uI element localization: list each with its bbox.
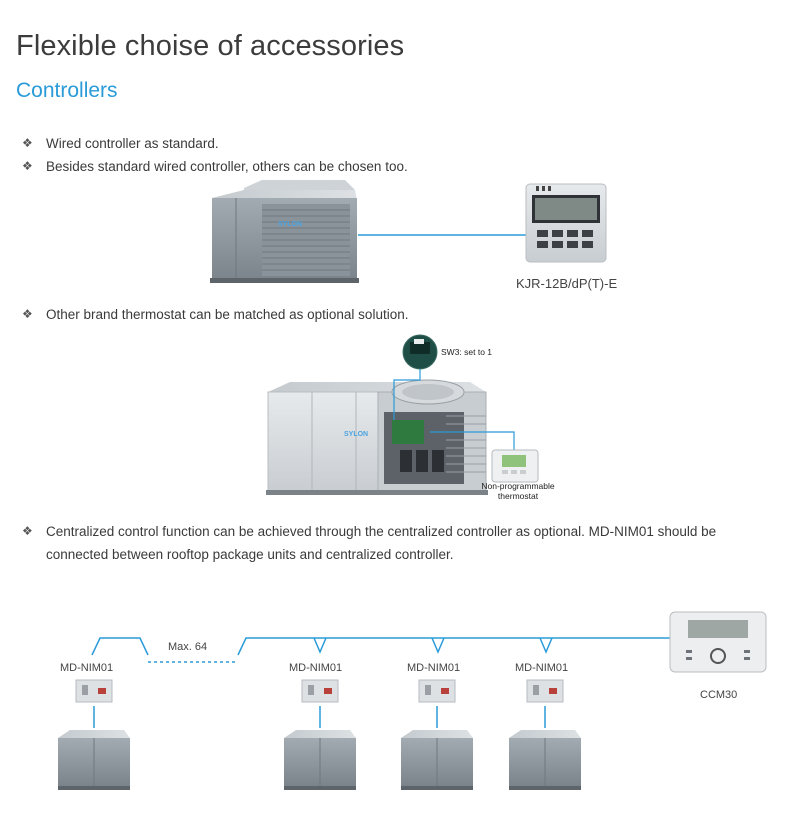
thermostat-label-line: thermostat — [497, 491, 539, 501]
rooftop-unit-small-image — [58, 730, 130, 790]
bullet-icon: ❖ — [22, 159, 33, 173]
thermostat-image — [491, 449, 539, 483]
rooftop-unit-open-image: SYLON — [266, 379, 488, 495]
network-bus — [91, 637, 670, 663]
thermostat-label-line: Non-programmable — [481, 481, 555, 491]
controller-model-label: KJR-12B/dP(T)-E — [516, 276, 618, 291]
thermostat-label: Non-programmable thermostat — [470, 481, 566, 501]
module-label: MD-NIM01 — [289, 662, 343, 674]
bullet-item: ❖ Wired controller as standard. — [22, 132, 782, 155]
nim-module-image — [301, 679, 339, 703]
bullet-item: ❖ Besides standard wired controller, oth… — [22, 155, 782, 178]
rooftop-unit-small-image — [401, 730, 473, 790]
unit-brand-logo: SYLON — [278, 221, 302, 228]
central-controller-label: CCM30 — [700, 689, 738, 701]
module-label: MD-NIM01 — [60, 662, 114, 674]
switch-note-label: SW3: set to 1 — [441, 347, 493, 357]
rooftop-unit-small-image — [284, 730, 356, 790]
nim-module-image — [75, 679, 113, 703]
bullet-text: Besides standard wired controller, other… — [46, 159, 408, 174]
wired-controller-image — [525, 183, 607, 263]
central-controller-image — [669, 611, 767, 673]
connection-line — [93, 706, 546, 728]
section-subtitle: Controllers — [16, 79, 118, 102]
nim-module-image — [526, 679, 564, 703]
bullet-text: Wired controller as standard. — [46, 136, 219, 151]
pcb-switch-image — [402, 334, 438, 370]
bullet-icon: ❖ — [22, 136, 33, 150]
bullet-item: ❖ Other brand thermostat can be matched … — [22, 303, 782, 326]
bullet-text: Other brand thermostat can be matched as… — [46, 307, 409, 322]
rooftop-unit-image: SYLON — [210, 180, 359, 283]
page-title: Flexible choise of accessories — [16, 30, 405, 62]
max-units-label: Max. 64 — [168, 641, 208, 653]
bullet-text: Centralized control function can be achi… — [46, 520, 766, 566]
bullet-icon: ❖ — [22, 307, 33, 321]
connection-line — [430, 431, 515, 452]
rooftop-unit-small-image — [509, 730, 581, 790]
nim-module-image — [418, 679, 456, 703]
bullet-item: ❖ Centralized control function can be ac… — [22, 520, 782, 566]
connection-line — [393, 369, 421, 420]
module-label: MD-NIM01 — [515, 662, 569, 674]
unit-brand-logo: SYLON — [344, 431, 368, 438]
bullet-text-line: Centralized control function can be achi… — [46, 524, 717, 539]
bullet-text-line: connected between rooftop package units … — [46, 547, 454, 562]
bullet-icon: ❖ — [22, 524, 33, 538]
module-label: MD-NIM01 — [407, 662, 461, 674]
